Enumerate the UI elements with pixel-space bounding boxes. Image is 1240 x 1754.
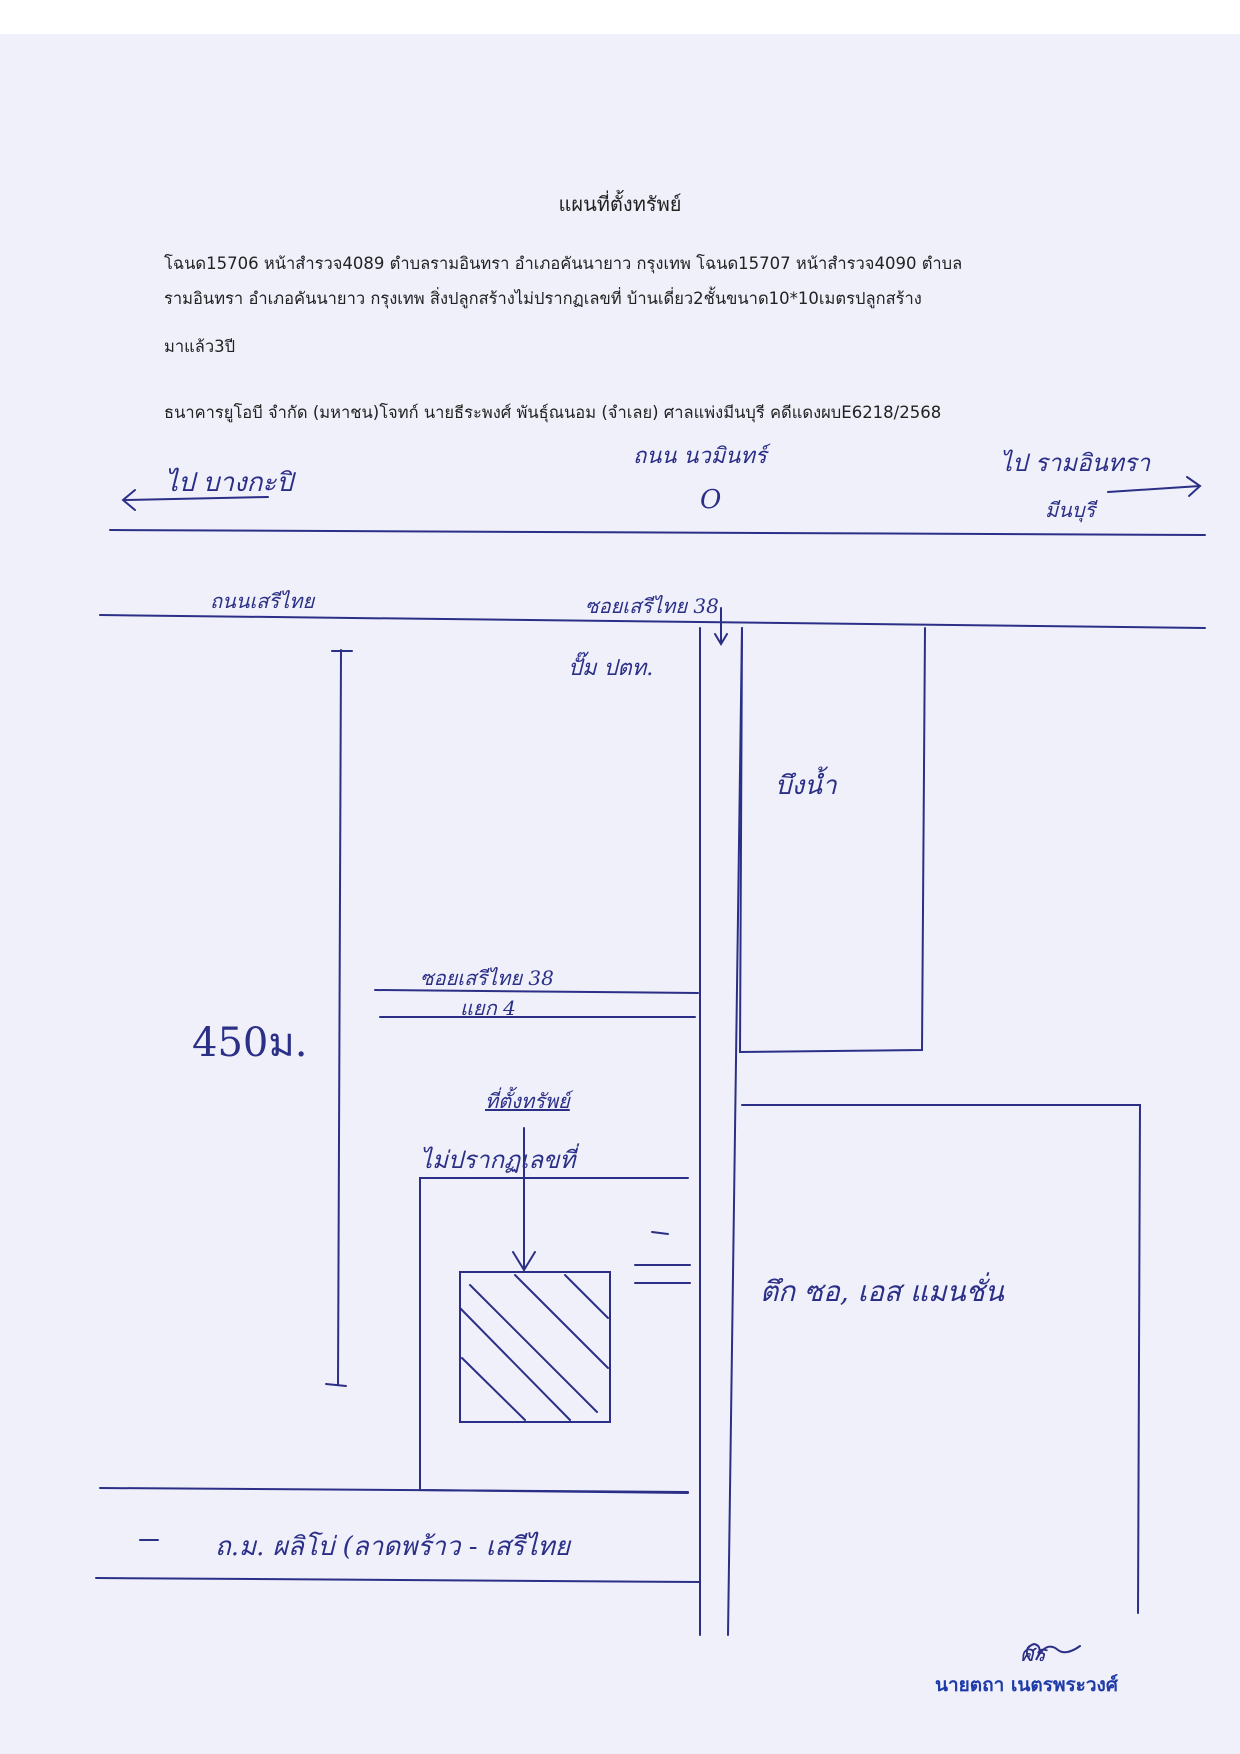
soi-branch-label: ซอยเสรีไทย 38 (420, 966, 554, 990)
property-arrow-head (512, 1251, 536, 1272)
house-hatch (459, 1307, 571, 1421)
branch-line-top (374, 989, 699, 994)
house-hatch (514, 1274, 609, 1369)
paper-sheet (0, 34, 1240, 1754)
signature-stroke (1025, 1642, 1081, 1661)
arrow-left-shaft (124, 496, 269, 501)
house-hatch (564, 1274, 609, 1319)
description-line: รามอินทรา อำเภอคันนายาว กรุงเทพ สิ่งปลูก… (164, 289, 922, 308)
distance-tick-bottom (325, 1383, 347, 1387)
arrow-left-head (121, 489, 136, 511)
bottom-road-bottom-line (95, 1577, 701, 1583)
arrow-right-shaft (1107, 485, 1201, 493)
house-hatch (461, 1357, 526, 1421)
direction-label-left: ไป บางกะปิ (165, 468, 293, 498)
property-location-label: ที่ตั้งทรัพย์ (485, 1089, 570, 1113)
no-house-number-label: ไม่ปรากฏเลขที่ (420, 1146, 576, 1174)
soi-branch-label-sub: แยก 4 (460, 996, 516, 1020)
house-hatch (469, 1284, 598, 1413)
house-marker (459, 1271, 611, 1423)
bottom-road-label: ถ.ม. ผลิโบ่ (ลาดพร้าว - เสรีไทย (215, 1532, 570, 1562)
soi-right-edge (727, 627, 743, 1636)
description-line: ธนาคารยูโอบี จำกัด (มหาชน)โจทก์ นายธีระพ… (164, 403, 942, 422)
road-seri-thai-label: ถนนเสรีไทย (210, 589, 315, 613)
direction-label-right: ไป รามอินทรา (1000, 449, 1151, 477)
direction-label-right-sub: มีนบุรี (1045, 498, 1096, 522)
seri-thai-road-line (99, 614, 1206, 629)
main-road-line (109, 529, 1206, 536)
main-road-label: ถนน นวมินทร์ (633, 444, 767, 469)
water-plot-outline (738, 627, 926, 1054)
gas-station-label: ปั๊ม ปตท. (568, 656, 654, 681)
description-line: มาแล้ว3ปี (164, 337, 236, 356)
distance-label: 450ม. (192, 1020, 308, 1066)
water-label: บึงน้ำ (775, 771, 837, 801)
bottom-road-top-line (99, 1487, 689, 1493)
u-turn-marker: O (700, 485, 722, 515)
document-title: แผนที่ตั้งทรัพย์ (558, 192, 682, 216)
signer-name: นายตถา เนตรพระวงศ์ (935, 1674, 1118, 1696)
arrow-right-head (1186, 476, 1202, 497)
distance-line (337, 649, 342, 1386)
mansion-plot-outline (741, 1104, 1142, 1614)
description-line: โฉนด15706 หน้าสำรวจ4089 ตำบลรามอินทรา อำ… (164, 254, 963, 273)
signature-mark: ศร (1020, 1642, 1046, 1667)
gate-mark (651, 1231, 669, 1235)
soi-entrance-label: ซอยเสรีไทย 38 (585, 594, 719, 618)
building-label: ตึก ซอ, เอส แมนชั่น (760, 1275, 1004, 1308)
soi-entry-arrow-head (714, 633, 728, 646)
